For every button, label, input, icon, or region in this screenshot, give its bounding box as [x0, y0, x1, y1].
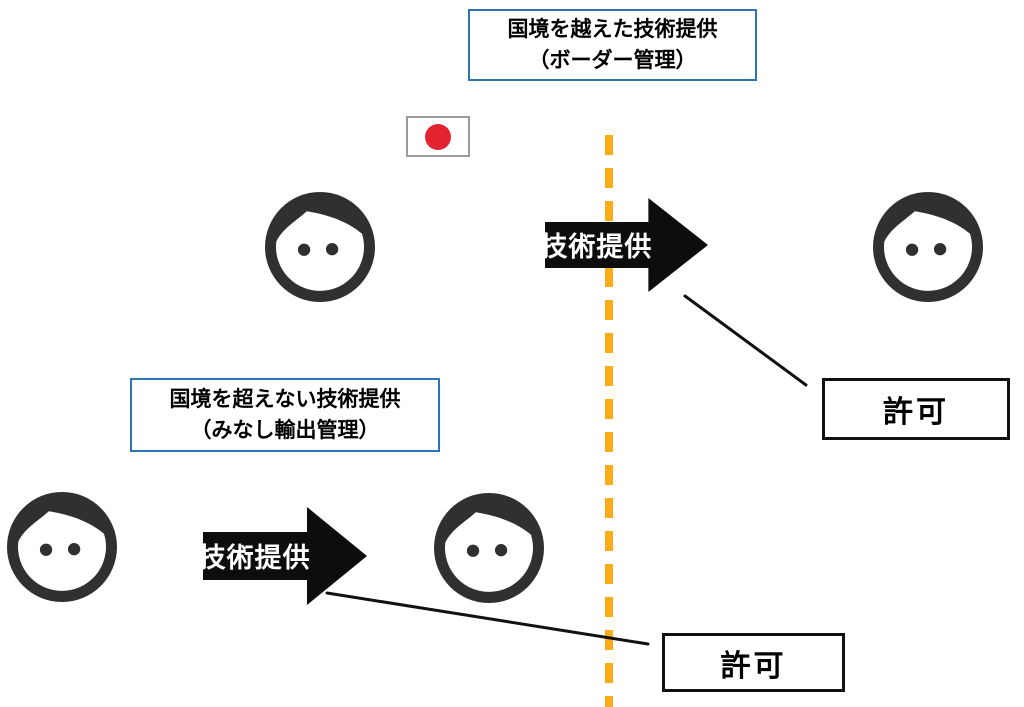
deemed-export-label-line2: （みなし輸出管理）: [190, 418, 380, 442]
technology-transfer-arrow-bottom: 技術提供: [198, 507, 367, 605]
permit-box-cross-border-label: 許可: [883, 395, 949, 430]
country-border-dashed-line-icon: [605, 135, 613, 707]
japan-flag-sun-icon: [425, 123, 451, 150]
right-arrow-icon: [545, 198, 708, 292]
permit-box-cross-border: 許可: [822, 378, 1010, 440]
person-face-icon-deemed-recipient: [434, 493, 544, 603]
person-face-icon-foreign-recipient: [873, 192, 983, 302]
permit-box-deemed-export-label: 許可: [720, 648, 787, 684]
person-face-icon-deemed-provider: [7, 492, 117, 602]
right-arrow-icon: [203, 507, 367, 605]
connector-line-top-permit: [683, 294, 808, 387]
japan-flag-icon: [406, 116, 470, 157]
technology-transfer-arrow-top: 技術提供: [540, 198, 708, 292]
permit-box-deemed-export: 許可: [662, 633, 845, 692]
technology-transfer-arrow-bottom-label: 技術提供: [198, 543, 311, 575]
person-face-icon-domestic-provider: [265, 192, 375, 302]
cross-border-label-box: 国境を越えた技術提供 （ボーダー管理）: [468, 9, 757, 81]
technology-transfer-arrow-top-label: 技術提供: [540, 232, 653, 264]
connector-line-bottom-permit: [325, 591, 650, 646]
cross-border-label-line2: （ボーダー管理）: [528, 48, 697, 72]
deemed-export-label-line1: 国境を超えない技術提供: [169, 386, 401, 411]
deemed-export-label-box: 国境を超えない技術提供 （みなし輸出管理）: [130, 378, 440, 452]
cross-border-label-line1: 国境を越えた技術提供: [507, 16, 718, 41]
